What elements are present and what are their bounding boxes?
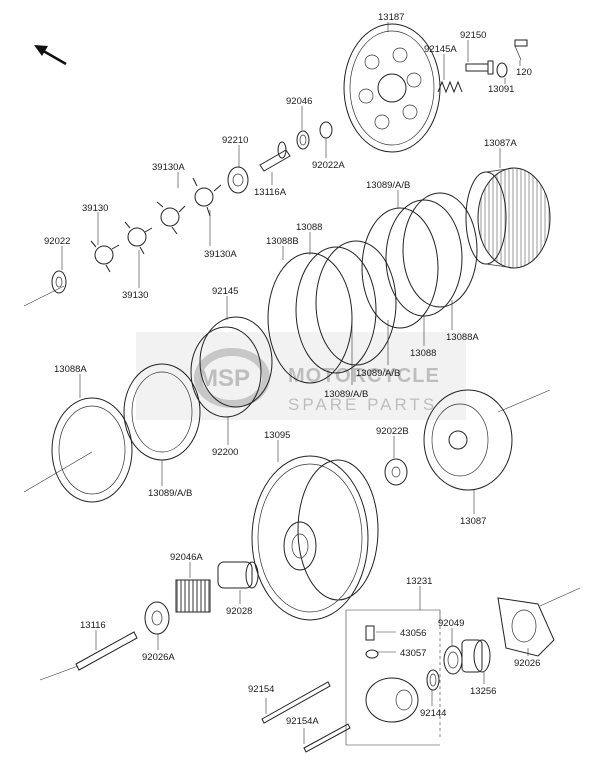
label-13187: 13187 [378,12,404,23]
bolt-92150[interactable] [465,60,494,75]
label-120: 120 [516,67,532,78]
spring-92145A[interactable] [437,80,463,94]
label-39130A-top: 39130A [152,162,185,173]
label-39130A-bot: 39130A [204,249,237,260]
label-92154A: 92154A [286,716,319,727]
label-13231: 13231 [406,576,432,587]
label-39130-top: 39130 [82,203,108,214]
leader-lines [61,22,529,744]
ring-92145[interactable] [199,316,273,408]
label-13088A-right: 13088A [446,332,479,343]
bearing-92046[interactable] [296,130,310,150]
plate-92200[interactable] [190,326,262,418]
label-13091: 13091 [488,84,514,95]
label-13256: 13256 [470,686,496,697]
rod-13116[interactable] [75,631,138,671]
label-92046: 92046 [286,96,312,107]
label-13088-right: 13088 [410,348,436,359]
direction-arrow-icon [34,45,67,66]
part-labels: 13187 92150 92145A 120 13091 92046 92022… [44,12,540,727]
label-13088B: 13088B [266,236,299,247]
label-92210: 92210 [222,135,248,146]
label-92150: 92150 [460,30,486,41]
label-13089AB-top: 13089/A/B [366,180,410,191]
label-92046A: 92046A [170,552,203,563]
watermark-badge: MSP [198,365,250,392]
label-92022B: 92022B [376,426,409,437]
bearing-13256[interactable] [461,639,491,673]
label-92026A: 92026A [142,652,175,663]
label-13087A: 13087A [484,138,517,149]
bolt-120[interactable] [514,39,528,61]
fitting-43057[interactable] [365,649,379,659]
clutch-hub-13087A[interactable] [465,167,551,269]
spring-plate-39130A-bot[interactable] [124,221,153,255]
nut-92210[interactable] [227,166,249,194]
label-92145A: 92145A [424,44,457,55]
label-43056: 43056 [400,628,426,639]
label-13095: 13095 [264,430,290,441]
oil-seal-92049[interactable] [443,645,463,675]
bolt-92154A[interactable] [303,723,351,753]
label-13116A: 13116A [254,187,287,198]
fitting-43056[interactable] [365,625,375,641]
label-92028: 92028 [226,606,252,617]
label-13089AB-mid2: 13089/A/B [324,389,368,400]
clutch-housing-13095[interactable] [251,455,379,621]
label-92144: 92144 [420,708,446,719]
spring-92144[interactable] [426,669,440,691]
needle-bearing-92046A[interactable] [175,579,211,613]
label-92026: 92026 [514,658,540,669]
washer-92026A[interactable] [144,601,170,635]
label-13089AB-left: 13089/A/B [148,488,192,499]
plate-13088A-left[interactable] [51,397,133,503]
label-92049: 92049 [438,618,464,629]
sleeve-92028[interactable] [217,561,259,589]
label-13088A-left: 13088A [54,364,87,375]
label-92022: 92022 [44,236,70,247]
label-13087: 13087 [460,516,486,527]
gasket-92026[interactable] [497,597,555,657]
spring-plate-39130-top[interactable] [156,201,186,235]
label-13088-top: 13088 [296,222,322,233]
axis-lines [23,285,581,681]
pushrod-13116A[interactable] [259,141,291,172]
label-92154: 92154 [248,684,274,695]
label-92145: 92145 [212,286,238,297]
label-92200: 92200 [212,447,238,458]
clutch-hub-13087[interactable] [423,389,513,491]
label-43057: 43057 [400,648,426,659]
washer-13091[interactable] [496,62,508,78]
release-assembly-box-13231[interactable] [345,609,441,746]
bolt-92154[interactable] [261,681,331,724]
label-13089AB-mid1: 13089/A/B [356,368,400,379]
label-92022A: 92022A [312,160,345,171]
label-39130-bot: 39130 [122,290,148,301]
label-13116: 13116 [80,620,106,631]
release-shaft[interactable] [365,677,419,723]
washer-92022[interactable] [51,270,67,294]
spring-plate-39130A-top[interactable] [192,177,222,217]
washer-92022B[interactable] [384,458,408,486]
washer-92022A[interactable] [319,121,333,139]
spring-plate-39130-bot[interactable] [90,240,120,273]
watermark: MSP MOTORCYCLE SPARE PARTS [136,332,466,420]
watermark-line2: SPARE PARTS [288,395,437,414]
